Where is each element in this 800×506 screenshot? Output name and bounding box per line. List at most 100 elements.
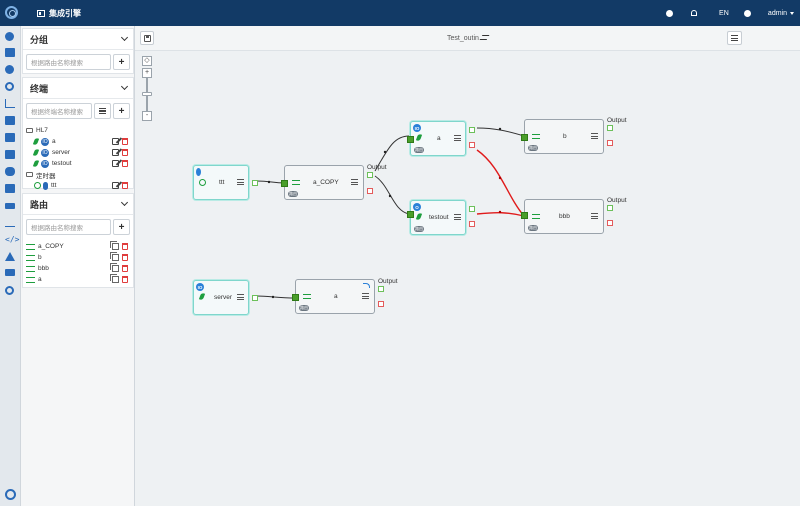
add-group-button[interactable]: + [113, 54, 130, 70]
copy-icon[interactable] [110, 263, 119, 272]
chevron-down-icon[interactable] [120, 33, 129, 42]
out-port-error[interactable] [469, 142, 475, 148]
add-route-button[interactable]: + [113, 219, 130, 235]
copy-icon[interactable] [110, 274, 119, 283]
add-endpoint-button[interactable]: + [113, 103, 130, 119]
zoom-handle[interactable] [142, 92, 152, 96]
user-menu[interactable]: admin [768, 10, 794, 17]
out-port[interactable] [252, 295, 258, 301]
endpoint-item[interactable]: ttt [26, 180, 130, 191]
bell-icon[interactable] [682, 10, 706, 16]
node-menu-icon[interactable] [591, 213, 598, 219]
trash-icon[interactable] [122, 160, 128, 167]
in-port[interactable] [521, 212, 528, 219]
node-menu-icon[interactable] [237, 179, 244, 185]
zoom-center-button[interactable]: ◇ [142, 56, 152, 66]
image-icon[interactable] [5, 150, 15, 159]
out-port-success[interactable] [378, 286, 384, 292]
out-port[interactable] [252, 180, 258, 186]
warning-icon[interactable] [5, 252, 15, 261]
search-icon[interactable] [5, 82, 15, 91]
edit-icon[interactable] [112, 138, 119, 145]
clock-icon[interactable] [5, 286, 15, 295]
flow-canvas[interactable]: Test_outin ◇ + - [135, 26, 800, 506]
trash-icon[interactable] [122, 149, 128, 156]
node-ttt[interactable]: ttt [193, 165, 258, 200]
chevron-down-icon[interactable] [120, 198, 129, 207]
node-a-route[interactable]: a 路由 Output [292, 278, 398, 314]
edit-icon[interactable] [112, 182, 119, 189]
list-view-button[interactable] [94, 103, 111, 119]
undo-icon[interactable] [363, 283, 370, 288]
node-bbb[interactable]: bbb 路由 Output [521, 197, 627, 234]
signal-icon[interactable] [5, 218, 15, 227]
out-port-error[interactable] [378, 301, 384, 307]
dashboard-icon[interactable] [5, 32, 15, 41]
copy-icon[interactable] [110, 252, 119, 261]
node-menu-icon[interactable] [351, 179, 358, 185]
out-port-error[interactable] [607, 140, 613, 146]
route-item[interactable]: a [26, 274, 130, 285]
trash-icon[interactable] [122, 138, 128, 145]
node-menu-icon[interactable] [454, 135, 461, 141]
in-port[interactable] [292, 294, 299, 301]
swap-icon[interactable] [5, 201, 15, 210]
node-server[interactable]: IO server [193, 280, 258, 315]
in-port[interactable] [281, 180, 288, 187]
footer-logo-icon[interactable] [5, 489, 16, 500]
node-menu-icon[interactable] [362, 293, 369, 299]
endpoint-item[interactable]: IO testout [26, 158, 130, 169]
trash-icon[interactable] [122, 254, 128, 261]
edit-icon[interactable] [112, 160, 119, 167]
endpoint-item[interactable]: IO server [26, 147, 130, 158]
folder-timer[interactable]: 定时器 [26, 169, 130, 180]
info-icon[interactable] [5, 65, 15, 74]
save-button[interactable] [140, 31, 154, 45]
edit-icon[interactable] [112, 149, 119, 156]
database-icon[interactable] [5, 167, 15, 176]
endpoints-header[interactable]: 终端 [23, 78, 133, 99]
in-port[interactable] [407, 136, 414, 143]
sitemap-icon[interactable] [5, 269, 15, 278]
out-port-success[interactable] [469, 206, 475, 212]
node-menu-icon[interactable] [454, 214, 461, 220]
app-logo-icon[interactable] [5, 6, 18, 19]
node-a-copy[interactable]: a_COPY 路由 Output [281, 164, 387, 200]
trash-icon[interactable] [122, 276, 128, 283]
question-icon[interactable] [736, 9, 760, 17]
route-item[interactable]: b [26, 252, 130, 263]
endpoint-item[interactable]: IO a [26, 136, 130, 147]
code-icon[interactable]: </> [5, 235, 20, 244]
copy-icon[interactable] [110, 241, 119, 250]
route-item[interactable]: bbb [26, 263, 130, 274]
in-port[interactable] [407, 211, 414, 218]
out-port-success[interactable] [469, 127, 475, 133]
route-item[interactable]: a_COPY [26, 241, 130, 252]
groups-search-input[interactable]: 根据路由名称搜索 [26, 54, 111, 70]
in-port[interactable] [521, 134, 528, 141]
out-port-error[interactable] [607, 220, 613, 226]
node-a-endpoint[interactable]: IO a 路由 [407, 121, 475, 156]
trash-icon[interactable] [122, 182, 128, 189]
endpoints-search-input[interactable]: 根据终端名称搜索 [26, 103, 92, 119]
routes-header[interactable]: 路由 [23, 194, 133, 215]
groups-header[interactable]: 分组 [23, 29, 133, 50]
language-switch[interactable]: EN [719, 9, 729, 17]
book-icon[interactable] [5, 116, 15, 125]
brand[interactable]: 集成引擎 [37, 8, 81, 19]
routes-search-input[interactable]: 根据路由名称搜索 [26, 219, 111, 235]
out-port-success[interactable] [607, 205, 613, 211]
out-port-error[interactable] [367, 188, 373, 194]
book-icon[interactable] [5, 133, 15, 142]
table-icon[interactable] [5, 48, 15, 57]
node-testout[interactable]: O testout 路由 [407, 200, 475, 235]
node-b[interactable]: b 路由 Output [521, 117, 627, 154]
trash-icon[interactable] [122, 243, 128, 250]
out-port-success[interactable] [607, 125, 613, 131]
out-port-error[interactable] [469, 221, 475, 227]
trash-icon[interactable] [122, 265, 128, 272]
zoom-out-button[interactable]: - [142, 111, 152, 121]
out-port-success[interactable] [367, 172, 373, 178]
folder-hl7[interactable]: HL7 [26, 125, 130, 136]
book-icon[interactable] [5, 184, 15, 193]
